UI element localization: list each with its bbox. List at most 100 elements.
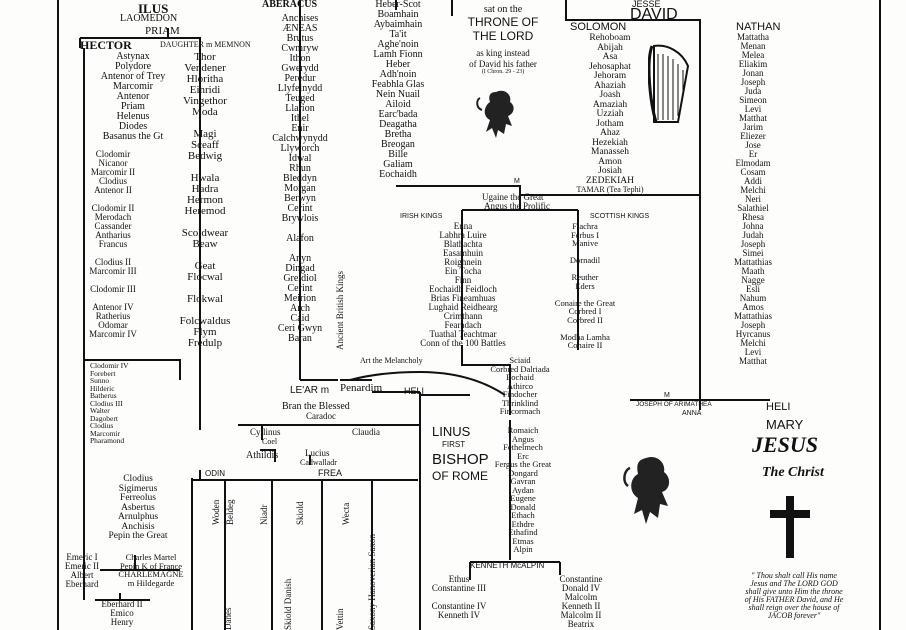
person: Marcomir II <box>90 167 136 177</box>
mary-name: MARY <box>766 417 804 432</box>
person: Pharamond <box>90 436 125 445</box>
person: Juda <box>744 86 762 96</box>
person: Baran <box>288 333 312 344</box>
person: Amaziah <box>592 99 628 110</box>
person: Salathiel <box>737 203 769 213</box>
person: Joseph <box>740 320 766 330</box>
person: Hezekiah <box>592 137 628 148</box>
coel-name: Coel <box>262 437 278 446</box>
person: Hloritha <box>186 73 224 85</box>
daughter-memnon-name: DAUGHTER m MEMNON <box>160 40 251 49</box>
person: Antenor of Trey <box>100 71 166 82</box>
person: Jose <box>745 140 761 150</box>
person: Berwyn <box>284 193 316 204</box>
person: Joseph <box>740 239 766 249</box>
memnon-line: Thor Vendener Hloritha Einridi Vingethor… <box>160 52 250 349</box>
person: Conaire the Great <box>554 297 616 308</box>
person: Clodomir IV <box>90 361 129 370</box>
person: Vingethor <box>183 95 227 107</box>
person: Alpin <box>513 544 533 554</box>
person: Esli <box>745 284 760 294</box>
person: Gwerydd <box>281 63 319 74</box>
person: Francus <box>98 239 128 249</box>
caradoc-name: Caradoc <box>306 411 336 421</box>
person: Emeric I <box>66 552 98 562</box>
throne-line: of David his father <box>469 59 537 69</box>
person: Vendener <box>184 62 226 74</box>
person: Cassander <box>94 221 132 231</box>
person: Ethafind <box>508 527 538 537</box>
person: Findocher <box>502 389 538 399</box>
person: Thrinklind <box>501 397 539 408</box>
person: Aybaimhain <box>373 19 423 30</box>
person: Constantine IV <box>431 601 487 611</box>
person: Melchi <box>740 185 766 195</box>
person: Amon <box>598 156 622 167</box>
person: Folcwaldus <box>179 315 231 327</box>
person: Ithon <box>289 53 311 64</box>
house-label: Skiold <box>295 501 305 525</box>
person: Easamhuin <box>443 248 483 258</box>
person: Clodius <box>90 421 114 430</box>
person: Ceri Gwyn <box>277 323 323 334</box>
house-label: Vettin <box>335 608 345 630</box>
house-label: Niadr <box>259 504 269 526</box>
ancient-british-kings-label: Ancient British Kings <box>335 271 345 350</box>
person: ZEDEKIAH <box>585 175 634 186</box>
person: Thor <box>194 51 216 63</box>
person: Forebert <box>90 368 116 378</box>
person: Lughaid Reidhearg <box>428 302 498 312</box>
person: Constantine III <box>431 583 487 593</box>
person: Heber-Scot <box>375 0 421 10</box>
laomedon-name: LAOMEDON <box>120 13 178 24</box>
person: Joseph <box>740 77 766 87</box>
person: Llyfeinydd <box>277 83 323 94</box>
person: Jehoram <box>593 71 627 81</box>
person: Flym <box>193 326 217 338</box>
person: Ahaziah <box>594 80 626 91</box>
person: Tuathal Teachtmar <box>429 329 497 339</box>
person: Beatrix <box>567 619 595 629</box>
person: Arnulphus <box>117 512 159 522</box>
person: Bedwig <box>187 150 223 162</box>
person: Ethdre <box>511 518 535 529</box>
person: Sciaid <box>509 355 531 365</box>
frea-name: FREA <box>318 468 343 478</box>
person: Ethach <box>511 510 535 520</box>
person: Melchi <box>740 338 766 348</box>
kenneth-name: KENNETH McALPIN <box>470 561 545 570</box>
person: Llyworch <box>280 143 320 154</box>
person: Bretha <box>384 129 412 140</box>
person: Hyrcanus <box>735 329 771 339</box>
person: Dornadil <box>569 255 601 265</box>
person: Earc'bada <box>378 109 418 120</box>
person: Kenneth IV <box>437 610 481 620</box>
quote-line: shall reign over the house of <box>748 603 840 612</box>
person: Melea <box>741 50 765 60</box>
quote-line: of His FATHER David, and He <box>744 595 844 604</box>
person: Donald IV <box>561 583 601 593</box>
person: Kenneth II <box>561 601 601 611</box>
person: Gavran <box>510 476 536 486</box>
person: Antharius <box>95 230 131 240</box>
person: Emeric II <box>64 561 100 571</box>
person: Simeon <box>739 95 767 105</box>
person: ÆNEAS <box>282 23 318 34</box>
person: Peredur <box>284 73 316 84</box>
emeric-line: Emeric I Emeric II Albert Eberhard <box>58 553 106 589</box>
person: Dagobert <box>90 413 118 423</box>
ugaine-name: Ugaine the Great <box>482 192 544 202</box>
person: Romaich <box>507 425 539 435</box>
person: Simei <box>742 248 764 258</box>
person: Walter <box>90 406 110 415</box>
person: Heber <box>385 59 411 70</box>
person: Dingad <box>285 263 315 274</box>
person: Levi <box>744 347 762 357</box>
person: Albert <box>70 570 94 580</box>
person: Antenor IV <box>92 302 134 312</box>
person: Rehoboam <box>589 33 631 43</box>
merovingian-line: Clodius Sigimerus Ferreolus Asbertus Arn… <box>88 474 188 542</box>
person: Crimthann <box>443 311 483 321</box>
